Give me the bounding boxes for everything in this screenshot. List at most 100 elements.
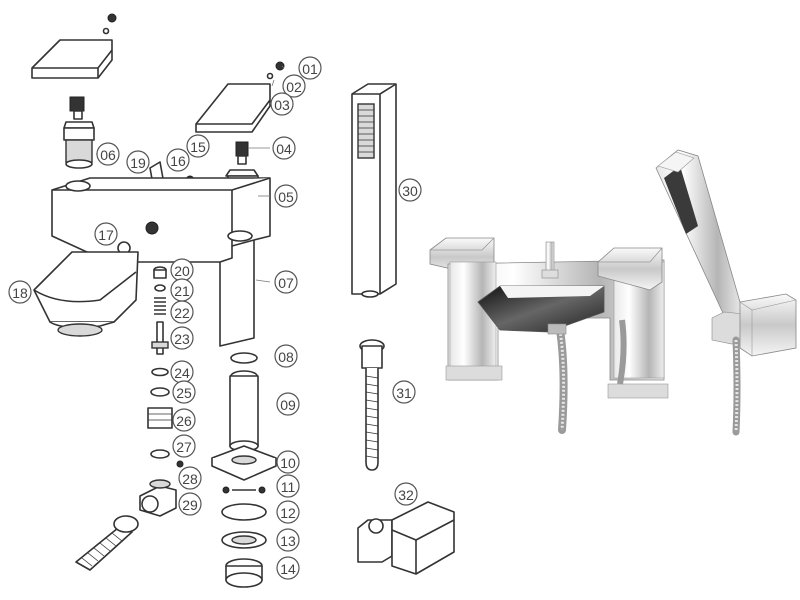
callout-circle <box>394 482 418 506</box>
callout-number: 32 <box>398 487 414 503</box>
callout-circle <box>274 184 298 208</box>
product-photo <box>429 149 797 436</box>
callout-10: 10 <box>276 450 300 474</box>
left-cartridge-part <box>63 96 95 169</box>
callout-16: 16 <box>166 148 190 172</box>
callout-09: 09 <box>276 392 300 416</box>
callout-28: 28 <box>178 466 202 490</box>
callout-number: 13 <box>280 533 296 549</box>
callout-number: 10 <box>280 455 296 471</box>
callout-number: 27 <box>176 439 192 455</box>
callout-15: 15 <box>186 134 210 158</box>
callout-circle <box>282 74 306 98</box>
callout-circle <box>276 500 300 524</box>
callout-circle <box>178 466 202 490</box>
leader-lines <box>96 65 285 283</box>
callout-circle <box>170 300 194 324</box>
callout-circle <box>94 222 118 246</box>
callout-circle <box>276 528 300 552</box>
callout-circle <box>276 556 300 580</box>
callout-14: 14 <box>276 556 300 580</box>
callout-number: 30 <box>402 183 418 199</box>
diverter-stack-part <box>139 266 184 517</box>
callout-circle <box>276 392 300 416</box>
callout-32: 32 <box>394 482 418 506</box>
callout-circle <box>276 450 300 474</box>
callout-number: 31 <box>396 385 412 401</box>
callout-number: 21 <box>174 283 190 299</box>
left-handle-part <box>31 13 117 79</box>
hose-part <box>359 339 385 471</box>
callout-17: 17 <box>94 222 118 246</box>
callout-circle <box>274 344 298 368</box>
callout-number: 06 <box>100 147 116 163</box>
callout-circle <box>8 280 32 304</box>
callout-circle <box>276 474 300 498</box>
callout-circle <box>172 434 196 458</box>
callout-circle <box>186 134 210 158</box>
callout-number: 20 <box>174 263 190 279</box>
callout-circle <box>274 270 298 294</box>
callout-02: 02 <box>282 74 306 98</box>
callout-number: 05 <box>278 189 294 205</box>
callout-number: 17 <box>98 227 114 243</box>
callout-number: 18 <box>12 285 28 301</box>
callout-circle <box>126 150 150 174</box>
callout-number: 23 <box>174 331 190 347</box>
callout-11: 11 <box>276 474 300 498</box>
callout-number: 04 <box>276 141 292 157</box>
callout-number: 08 <box>278 349 294 365</box>
callout-21: 21 <box>170 278 194 302</box>
callout-number: 16 <box>170 153 186 169</box>
callout-number: 25 <box>176 385 192 401</box>
callout-circle <box>96 142 120 166</box>
callout-number: 01 <box>302 61 318 77</box>
callout-01: 01 <box>298 56 322 80</box>
callout-19: 19 <box>126 150 150 174</box>
handshower-part <box>351 83 397 298</box>
callout-circle <box>172 408 196 432</box>
callout-number: 11 <box>281 479 296 495</box>
callout-number: 09 <box>280 397 296 413</box>
callout-26: 26 <box>172 408 196 432</box>
callout-29: 29 <box>178 492 202 516</box>
callout-30: 30 <box>398 178 422 202</box>
base-fittings-part <box>211 352 277 588</box>
callout-number: 07 <box>278 275 294 291</box>
callout-circle <box>272 136 296 160</box>
callout-number: 02 <box>286 79 302 95</box>
callout-number: 22 <box>174 305 190 321</box>
callout-18: 18 <box>8 280 32 304</box>
callout-number: 29 <box>182 497 198 513</box>
callout-06: 06 <box>96 142 120 166</box>
callout-circle <box>270 92 294 116</box>
callout-04: 04 <box>272 136 296 160</box>
callout-31: 31 <box>392 380 416 404</box>
callout-03: 03 <box>270 92 294 116</box>
callout-circle <box>398 178 422 202</box>
callout-24: 24 <box>170 360 194 384</box>
callout-07: 07 <box>274 270 298 294</box>
callout-08: 08 <box>274 344 298 368</box>
callout-number: 26 <box>176 413 192 429</box>
wall-bracket-part <box>357 501 455 575</box>
callout-circle <box>166 148 190 172</box>
callout-20: 20 <box>170 258 194 282</box>
callout-22: 22 <box>170 300 194 324</box>
callout-number: 12 <box>280 505 296 521</box>
callout-circle <box>170 326 194 350</box>
callout-number: 24 <box>174 365 190 381</box>
right-handle-part <box>195 61 285 133</box>
callout-number: 14 <box>280 561 296 577</box>
callout-circle <box>172 380 196 404</box>
callout-circle <box>392 380 416 404</box>
callout-circle <box>298 56 322 80</box>
callout-27: 27 <box>172 434 196 458</box>
callout-25: 25 <box>172 380 196 404</box>
callout-05: 05 <box>274 184 298 208</box>
callout-circle <box>178 492 202 516</box>
callout-number: 03 <box>274 97 290 113</box>
